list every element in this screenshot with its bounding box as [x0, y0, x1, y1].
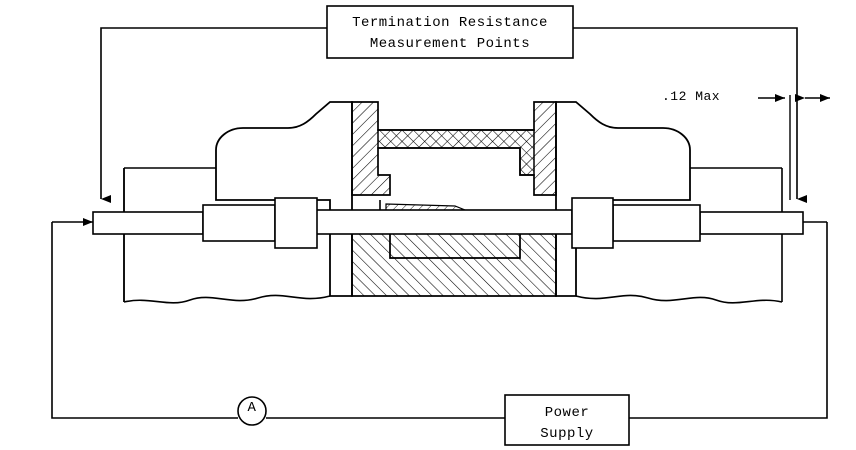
- ammeter-label-text: A: [247, 400, 257, 416]
- power-supply-box: [504, 394, 630, 446]
- dimension-callout-group: [758, 94, 830, 200]
- power-supply-line-2: Supply: [540, 426, 594, 442]
- left-measurement-lead: [100, 27, 327, 203]
- power-right-wire: [629, 222, 828, 419]
- power-circuit-wiring: [51, 218, 828, 419]
- power-supply-line-1: Power: [544, 405, 590, 421]
- title-line-2: Measurement Points: [369, 36, 531, 52]
- ferrule-right-outer: [612, 204, 701, 242]
- ferrule-right-inner: [571, 197, 614, 249]
- ferrule-left-inner: [274, 197, 318, 249]
- right-measurement-lead: [573, 27, 807, 203]
- title-line-1: Termination Resistance: [352, 15, 548, 31]
- cable-outer-jacket-left: [123, 167, 331, 304]
- title-callout-box: [326, 5, 574, 59]
- dimension-callout-text: .12 Max: [662, 89, 721, 104]
- ammeter-symbol-circle: [237, 396, 267, 426]
- cable-outer-jacket-right: [575, 167, 783, 304]
- wire-left-outer: [92, 211, 204, 235]
- measurement-circuit-wiring: [100, 27, 807, 203]
- title-callout-text: Termination Resistance Measurement Point…: [327, 13, 573, 55]
- ferrule-left-outer: [202, 204, 276, 242]
- center-conductor-rod: [315, 209, 573, 235]
- power-supply-text: Power Supply: [505, 403, 629, 445]
- wire-left-assembly: [92, 197, 318, 249]
- wire-right-outer: [699, 211, 804, 235]
- wire-right-assembly: [571, 197, 804, 249]
- power-left-wire: [51, 222, 238, 419]
- inner-body-hatched-upper: [351, 101, 557, 196]
